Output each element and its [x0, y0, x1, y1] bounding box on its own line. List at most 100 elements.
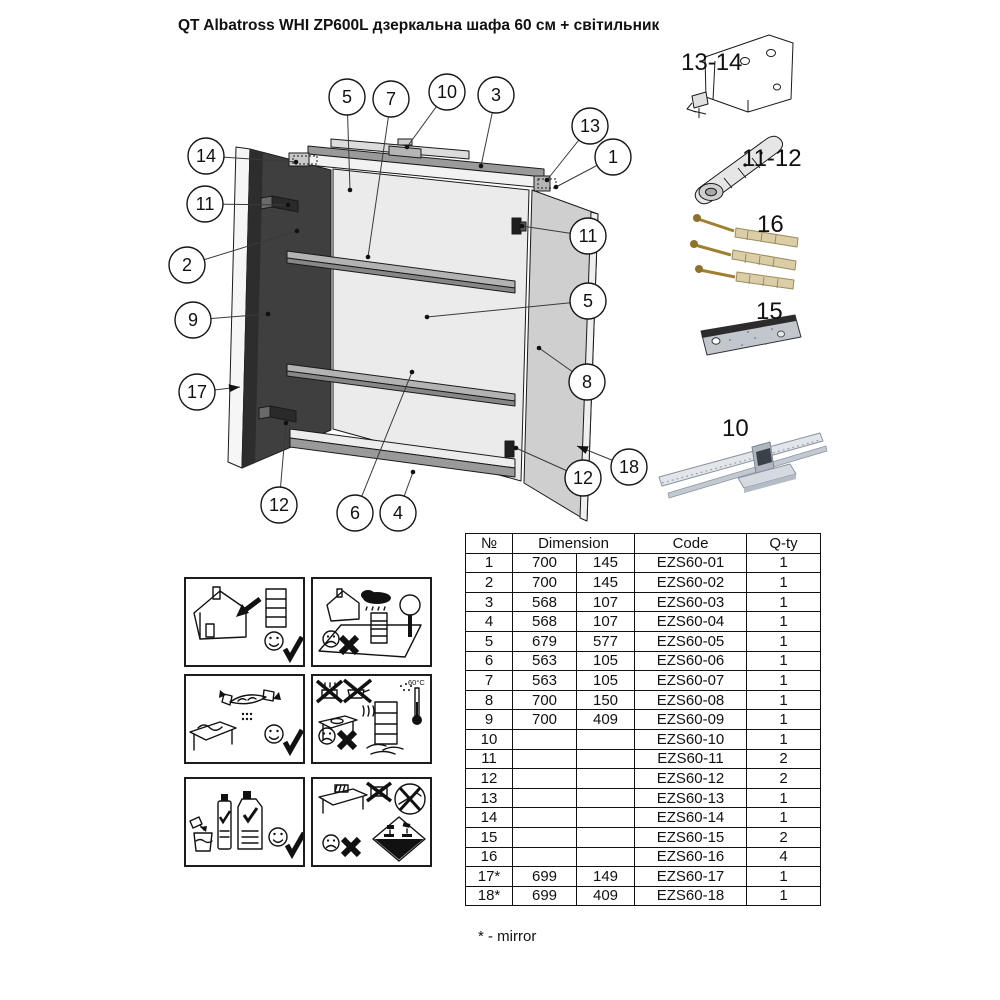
cell-d1	[512, 807, 577, 828]
svg-text:2: 2	[182, 255, 192, 275]
bracket-right-top	[533, 175, 557, 192]
cell-num: 18*	[465, 885, 513, 907]
hardware-label-10: 10	[722, 415, 749, 442]
cell-d2: 107	[576, 591, 635, 613]
cell-d1: 563	[512, 670, 577, 691]
cell-qty: 1	[746, 787, 821, 809]
cell-num: 11	[465, 748, 513, 770]
cell-d1	[512, 826, 577, 848]
cell-code: EZS60-02	[634, 572, 747, 593]
cell-code: EZS60-12	[634, 768, 747, 789]
svg-text:18: 18	[619, 457, 639, 477]
cell-d1: 700	[512, 552, 577, 574]
cabinet-drawing	[227, 138, 599, 522]
cell-code: EZS60-18	[634, 885, 747, 907]
callout-5: 5	[328, 78, 366, 193]
cell-d1: 700	[512, 709, 577, 730]
cell-d2	[576, 846, 635, 868]
cell-d2: 105	[576, 650, 635, 672]
callout-7: 7	[365, 80, 410, 260]
svg-text:5: 5	[583, 291, 593, 311]
cell-qty: 2	[746, 826, 821, 848]
back-panel	[332, 168, 530, 482]
callout-12: 12	[513, 445, 602, 497]
callout-11: 11	[186, 185, 291, 223]
svg-text:9: 9	[188, 310, 198, 330]
cell-d2: 107	[576, 611, 635, 632]
callout-14: 14	[187, 137, 299, 175]
pictogram-no-abrasives-corrosives	[311, 777, 432, 867]
svg-text:8: 8	[582, 372, 592, 392]
cell-d2	[576, 787, 635, 809]
cell-num: 5	[465, 630, 513, 652]
cell-d1: 568	[512, 591, 577, 613]
svg-text:10: 10	[437, 82, 457, 102]
cell-qty: 2	[746, 768, 821, 789]
cell-num: 16	[465, 846, 513, 868]
cell-code: EZS60-17	[634, 866, 747, 887]
callout-13: 13	[544, 107, 609, 183]
callout-2: 2	[168, 228, 300, 284]
cell-code: EZS60-05	[634, 630, 747, 652]
hardware-label-15: 15	[756, 298, 783, 325]
cell-num: 17*	[465, 866, 513, 887]
cell-code: EZS60-10	[634, 728, 747, 750]
cell-num: 8	[465, 689, 513, 711]
screws-illustration	[690, 214, 799, 290]
cell-code: EZS60-15	[634, 826, 747, 848]
hinge-right-bottom	[504, 440, 515, 458]
cell-d1	[512, 768, 577, 789]
cell-d2	[576, 807, 635, 828]
cell-d2: 577	[576, 630, 635, 652]
svg-text:14: 14	[196, 146, 216, 166]
svg-text:6: 6	[350, 503, 360, 523]
cell-num: 12	[465, 768, 513, 789]
cell-num: 14	[465, 807, 513, 828]
cell-d1	[512, 728, 577, 750]
cell-code: EZS60-04	[634, 611, 747, 632]
callout-5: 5	[424, 282, 607, 320]
pictogram-clean-damp-cloth-ok	[184, 674, 305, 764]
cell-d1: 700	[512, 689, 577, 711]
hinge-left-top	[260, 195, 299, 213]
svg-text:1: 1	[608, 147, 618, 167]
mounting-rail-illustration	[700, 314, 802, 356]
cell-d1: 679	[512, 630, 577, 652]
pictogram-assemble-indoors-ok	[184, 577, 305, 667]
cell-d1	[512, 787, 577, 809]
callout-4: 4	[379, 469, 417, 532]
hardware-label-13-14: 13-14	[681, 49, 742, 76]
callout-11: 11	[519, 217, 607, 255]
svg-text:5: 5	[342, 87, 352, 107]
header-dimension: Dimension	[512, 533, 635, 554]
svg-text:17: 17	[187, 382, 207, 402]
cell-d2: 409	[576, 885, 635, 907]
header-qty: Q-ty	[746, 533, 821, 554]
callout-6: 6	[336, 369, 415, 532]
cell-code: EZS60-16	[634, 846, 747, 868]
cell-d1: 699	[512, 866, 577, 887]
cell-num: 3	[465, 591, 513, 613]
cell-qty: 1	[746, 630, 821, 652]
cell-num: 13	[465, 787, 513, 809]
light-fixture-illustration	[658, 432, 828, 499]
care-pictograms: 60°C	[184, 577, 436, 871]
cell-qty: 1	[746, 866, 821, 887]
cell-d1: 700	[512, 572, 577, 593]
cell-qty: 2	[746, 748, 821, 770]
callout-1: 1	[553, 138, 632, 190]
callout-8: 8	[536, 345, 606, 401]
cell-qty: 1	[746, 807, 821, 828]
callout-18: 18	[576, 445, 648, 486]
cell-qty: 1	[746, 552, 821, 574]
